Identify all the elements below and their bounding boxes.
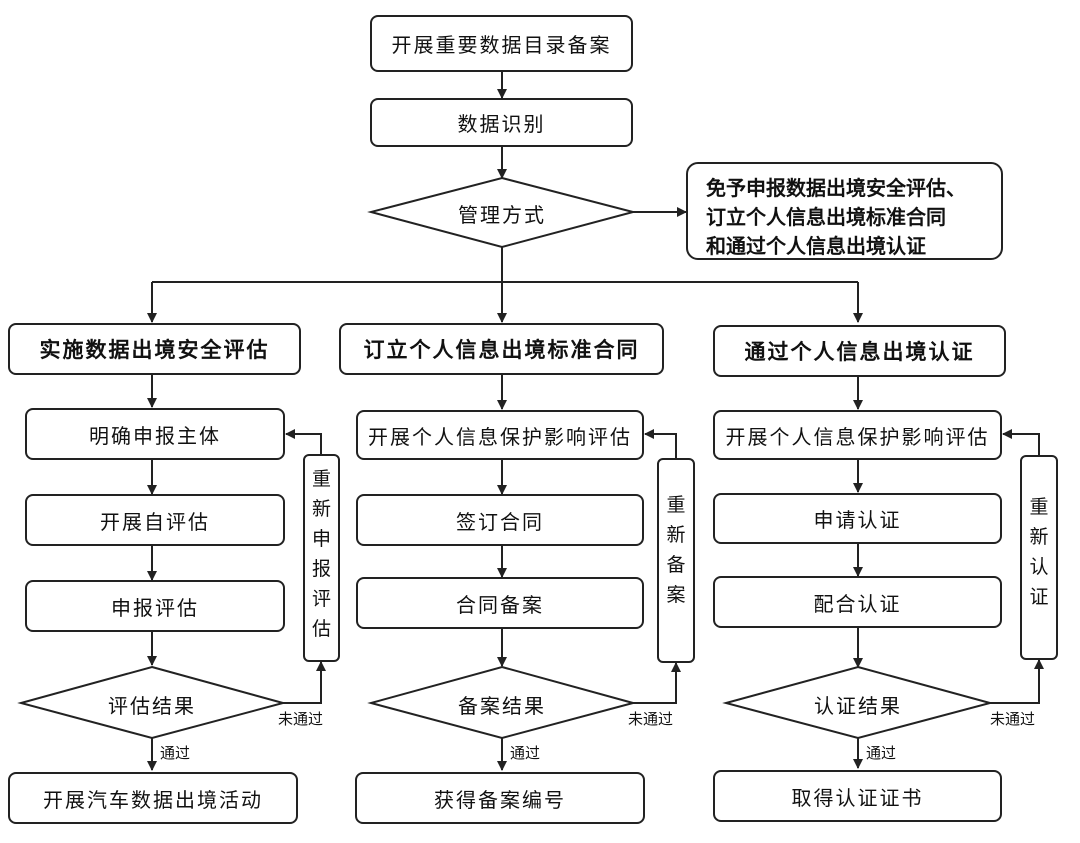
retry-text: 重新申报评估 bbox=[305, 464, 338, 644]
retry-box-right: 重新认证 bbox=[1020, 455, 1058, 660]
decision-diamond-left bbox=[17, 665, 287, 740]
retry-char: 重 bbox=[1029, 496, 1049, 518]
start-box: 开展重要数据目录备案 bbox=[370, 15, 633, 72]
exempt-line: 免予申报数据出境安全评估、 bbox=[706, 176, 966, 200]
arrow-mid-fail bbox=[633, 662, 681, 704]
retry-char: 重 bbox=[666, 494, 686, 516]
retry-char: 证 bbox=[1029, 586, 1049, 608]
arrow-right-fail bbox=[990, 659, 1044, 704]
retry-char: 案 bbox=[666, 584, 686, 606]
decision-diamond-top bbox=[367, 176, 637, 249]
step-box: 申报评估 bbox=[25, 580, 285, 632]
retry-box-middle: 重新备案 bbox=[657, 458, 695, 663]
result-box-right: 取得认证证书 bbox=[713, 770, 1002, 822]
retry-char: 估 bbox=[311, 618, 331, 640]
step-box: 明确申报主体 bbox=[25, 408, 285, 460]
exempt-line: 和通过个人信息出境认证 bbox=[706, 234, 926, 258]
decision-right-label: 认证结果 bbox=[814, 694, 902, 718]
step-box: 签订合同 bbox=[356, 494, 644, 546]
retry-box-left: 重新申报评估 bbox=[303, 454, 340, 662]
branch-header-standard-contract: 订立个人信息出境标准合同 bbox=[339, 323, 664, 375]
arrow-left-fail bbox=[283, 661, 326, 704]
decision-diamond-right bbox=[722, 665, 994, 740]
result-box-left: 开展汽车数据出境活动 bbox=[8, 772, 298, 824]
retry-text: 重新认证 bbox=[1022, 492, 1056, 612]
retry-char: 申 bbox=[311, 528, 331, 550]
fail-label-middle: 未通过 bbox=[628, 710, 674, 728]
retry-char: 认 bbox=[1029, 556, 1049, 578]
decision-diamond-middle bbox=[367, 665, 637, 740]
identify-box: 数据识别 bbox=[370, 98, 633, 147]
branch-header-security-assessment: 实施数据出境安全评估 bbox=[8, 323, 301, 375]
pass-label-left: 通过 bbox=[160, 744, 191, 762]
retry-char: 报 bbox=[311, 558, 331, 580]
exempt-line: 订立个人信息出境标准合同 bbox=[706, 205, 946, 229]
fail-label-right: 未通过 bbox=[990, 710, 1036, 728]
step-box: 开展个人信息保护影响评估 bbox=[356, 410, 644, 460]
branch-header-certification: 通过个人信息出境认证 bbox=[713, 325, 1006, 377]
pass-label-right: 通过 bbox=[866, 744, 897, 762]
step-box: 合同备案 bbox=[356, 577, 644, 629]
exempt-note: 免予申报数据出境安全评估、 订立个人信息出境标准合同 和通过个人信息出境认证 bbox=[686, 162, 1003, 260]
decision-left-label: 评估结果 bbox=[108, 694, 196, 718]
pass-label-middle: 通过 bbox=[510, 744, 541, 762]
decision-top-label: 管理方式 bbox=[458, 203, 546, 227]
fail-label-left: 未通过 bbox=[278, 710, 324, 728]
step-box: 申请认证 bbox=[713, 493, 1002, 544]
arrow-right-retry bbox=[1002, 429, 1040, 455]
retry-char: 新 bbox=[1029, 526, 1049, 548]
retry-text: 重新备案 bbox=[659, 490, 693, 610]
retry-char: 评 bbox=[311, 588, 331, 610]
retry-char: 重 bbox=[311, 468, 331, 490]
retry-char: 新 bbox=[311, 498, 331, 520]
step-box: 开展自评估 bbox=[25, 494, 285, 546]
arrow-left-retry bbox=[285, 429, 322, 454]
arrow-mid-retry bbox=[644, 429, 677, 458]
decision-middle-label: 备案结果 bbox=[458, 694, 546, 718]
step-box: 配合认证 bbox=[713, 576, 1002, 628]
step-box: 开展个人信息保护影响评估 bbox=[713, 410, 1002, 460]
retry-char: 新 bbox=[666, 524, 686, 546]
retry-char: 备 bbox=[666, 554, 686, 576]
result-box-middle: 获得备案编号 bbox=[355, 772, 645, 824]
